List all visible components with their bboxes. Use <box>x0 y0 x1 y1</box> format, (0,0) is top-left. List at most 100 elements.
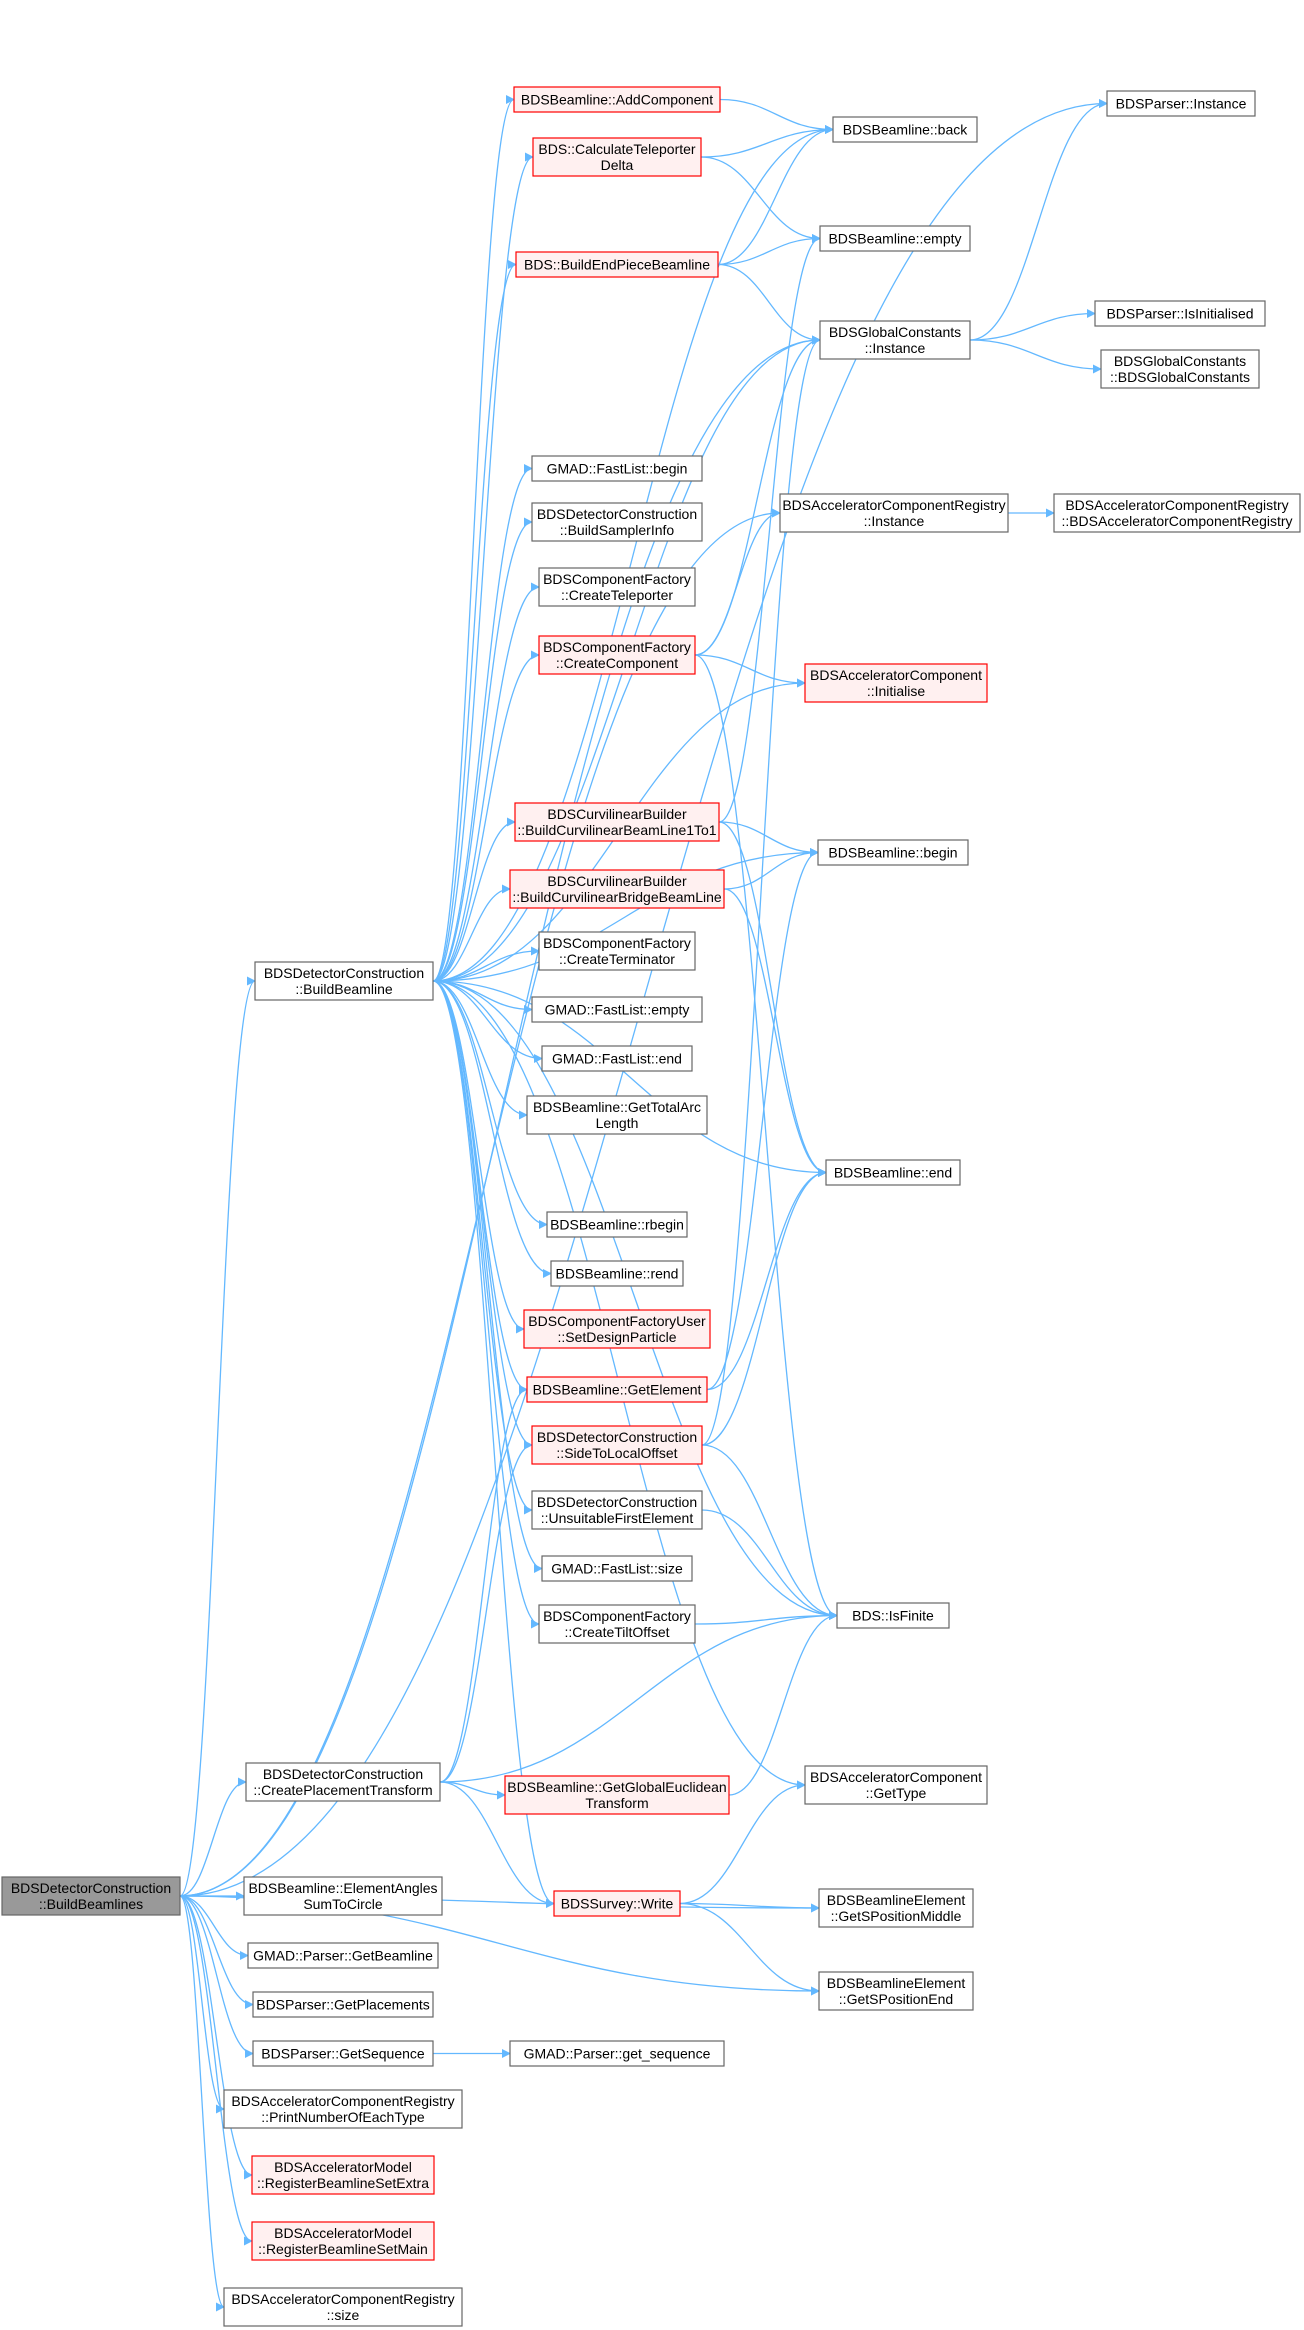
node-label: GMAD::FastList::begin <box>547 461 688 477</box>
node-curv1to1[interactable]: BDSCurvilinearBuilder::BuildCurvilinearB… <box>514 802 720 842</box>
node-createTerminator[interactable]: BDSComponentFactory::CreateTerminator <box>538 931 696 971</box>
node-parserInstance[interactable]: BDSParser::Instance <box>1106 90 1256 117</box>
node-regMain[interactable]: BDSAcceleratorModel::RegisterBeamlineSet… <box>251 2221 435 2261</box>
edge-curv1to1-to-beamlineEmpty <box>718 234 821 823</box>
node-box <box>504 1775 730 1815</box>
node-label: ::BuildBeamline <box>295 981 392 997</box>
edge-globalInstance-to-globalCtor <box>969 339 1102 374</box>
node-parserGetBeamline[interactable]: GMAD::Parser::GetBeamline <box>247 1942 439 1969</box>
edge-buildEndPiece-to-globalInstance <box>717 263 821 345</box>
node-box <box>832 116 978 143</box>
node-createTeleporter[interactable]: BDSComponentFactory::CreateTeleporter <box>538 567 696 607</box>
node-label: BDSSurvey::Write <box>561 1896 674 1912</box>
node-getPlacements[interactable]: BDSParser::GetPlacements <box>252 1991 434 2018</box>
node-label: BDSCurvilinearBuilder <box>547 806 687 822</box>
edge-line <box>432 125 834 982</box>
node-createTilt[interactable]: BDSComponentFactory::CreateTiltOffset <box>538 1604 696 1644</box>
node-createPlacement[interactable]: BDSDetectorConstruction::CreatePlacement… <box>245 1762 441 1802</box>
nodes-layer: BDSDetectorConstruction::BuildBeamlinesB… <box>1 86 1301 2327</box>
node-registryCtor[interactable]: BDSAcceleratorComponentRegistry::BDSAcce… <box>1053 493 1301 533</box>
edge-line <box>179 1895 253 2180</box>
node-globalInstance[interactable]: BDSGlobalConstants::Instance <box>819 320 971 360</box>
edge-line <box>432 980 552 1278</box>
node-box <box>252 2040 434 2067</box>
node-addComponent[interactable]: BDSBeamline::AddComponent <box>513 86 721 113</box>
node-unsuitable[interactable]: BDSDetectorConstruction::UnsuitableFirst… <box>531 1490 703 1530</box>
node-rbegin[interactable]: BDSBeamline::rbegin <box>546 1211 688 1238</box>
node-isFinite[interactable]: BDS::IsFinite <box>836 1602 950 1629</box>
node-box <box>541 1045 693 1072</box>
node-printNumber[interactable]: BDSAcceleratorComponentRegistry::PrintNu… <box>223 2089 463 2129</box>
node-box <box>804 1765 988 1805</box>
edge-buildBeamline-to-addComponent <box>432 95 515 982</box>
node-getSequence[interactable]: BDSParser::GetSequence <box>252 2040 434 2067</box>
node-beamlineEnd[interactable]: BDSBeamline::end <box>825 1159 961 1186</box>
node-getElement[interactable]: BDSBeamline::GetElement <box>526 1376 708 1403</box>
node-box <box>1053 493 1301 533</box>
node-label: BDS::IsFinite <box>852 1608 934 1624</box>
edge-line <box>179 976 256 1897</box>
node-rend[interactable]: BDSBeamline::rend <box>550 1260 684 1287</box>
node-label: GMAD::FastList::size <box>551 1561 683 1577</box>
node-setDesign[interactable]: BDSComponentFactoryUser::SetDesignPartic… <box>523 1309 711 1349</box>
edge-addComponent-to-beamlineBack <box>719 98 834 134</box>
node-registryInstance[interactable]: BDSAcceleratorComponentRegistry::Instanc… <box>779 493 1009 533</box>
edge-buildBeamline-to-buildEndPiece <box>432 260 517 982</box>
edge-line <box>717 263 821 345</box>
node-fastListSize[interactable]: GMAD::FastList::size <box>541 1555 693 1582</box>
node-fastListBegin[interactable]: GMAD::FastList::begin <box>531 455 703 482</box>
node-fastListEnd[interactable]: GMAD::FastList::end <box>541 1045 693 1072</box>
node-buildEndPiece[interactable]: BDS::BuildEndPieceBeamline <box>515 251 719 278</box>
node-label: BDSDetectorConstruction <box>537 1429 697 1445</box>
node-buildBeamline[interactable]: BDSDetectorConstruction::BuildBeamline <box>254 961 434 1001</box>
node-box <box>513 86 721 113</box>
node-box <box>531 455 703 482</box>
node-sPosEnd[interactable]: BDSBeamlineElement::GetSPositionEnd <box>818 1971 974 2011</box>
node-beamlineBack[interactable]: BDSBeamline::back <box>832 116 978 143</box>
node-beamlineBegin[interactable]: BDSBeamline::begin <box>817 839 969 866</box>
edge-buildBeamline-to-beamlineEnd <box>432 980 827 1177</box>
edge-line <box>969 339 1102 374</box>
edge-buildBeamline-to-createTeleporter <box>432 582 540 982</box>
node-globalCtor[interactable]: BDSGlobalConstants::BDSGlobalConstants <box>1100 349 1260 389</box>
node-surveyWrite[interactable]: BDSSurvey::Write <box>553 1890 681 1917</box>
node-box <box>531 996 703 1023</box>
node-label: BDSBeamline::begin <box>828 845 957 861</box>
node-label: ::BuildCurvilinearBeamLine1To1 <box>517 822 716 838</box>
edge-globalInstance-to-isInitialised <box>969 309 1096 341</box>
edge-getElement-to-beamlineBegin <box>706 848 819 1391</box>
node-label: BDSBeamline::empty <box>828 231 961 247</box>
node-sPosMiddle[interactable]: BDSBeamlineElement::GetSPositionMiddle <box>818 1888 974 1928</box>
node-regExtra[interactable]: BDSAcceleratorModel::RegisterBeamlineSet… <box>251 2155 435 2195</box>
node-root[interactable]: BDSDetectorConstruction::BuildBeamlines <box>1 1876 181 1916</box>
node-label: ::Instance <box>864 513 925 529</box>
edge-getElement-to-beamlineEnd <box>706 1168 827 1391</box>
node-box <box>509 2040 725 2067</box>
node-label: BDSAcceleratorComponentRegistry <box>231 2291 454 2307</box>
node-label: BDSAcceleratorComponentRegistry <box>231 2093 454 2109</box>
node-label: Length <box>596 1115 639 1131</box>
node-getType[interactable]: BDSAcceleratorComponent::GetType <box>804 1765 988 1805</box>
node-beamlineEmpty[interactable]: BDSBeamline::empty <box>819 225 971 252</box>
edge-buildBeamline-to-totalArc <box>432 980 528 1120</box>
node-label: ::BDSGlobalConstants <box>1110 369 1250 385</box>
node-buildSamplerInfo[interactable]: BDSDetectorConstruction::BuildSamplerInf… <box>531 502 703 542</box>
node-sideToLocal[interactable]: BDSDetectorConstruction::SideToLocalOffs… <box>531 1425 703 1465</box>
node-registrySize[interactable]: BDSAcceleratorComponentRegistry::size <box>223 2287 463 2327</box>
node-curvBridge[interactable]: BDSCurvilinearBuilder::BuildCurvilinearB… <box>509 869 725 909</box>
node-isInitialised[interactable]: BDSParser::IsInitialised <box>1094 300 1266 327</box>
node-getSequenceLower[interactable]: GMAD::Parser::get_sequence <box>509 2040 725 2067</box>
node-fastListEmpty[interactable]: GMAD::FastList::empty <box>531 996 703 1023</box>
node-label: BDSBeamlineElement <box>827 1892 966 1908</box>
node-label: BDSAcceleratorComponent <box>810 1769 982 1785</box>
node-box <box>1 1876 181 1916</box>
edge-line <box>969 309 1096 341</box>
node-createComponent[interactable]: BDSComponentFactory::CreateComponent <box>538 635 696 675</box>
node-box <box>509 869 725 909</box>
node-label: BDSDetectorConstruction <box>537 506 697 522</box>
node-initialise[interactable]: BDSAcceleratorComponent::Initialise <box>804 663 988 703</box>
